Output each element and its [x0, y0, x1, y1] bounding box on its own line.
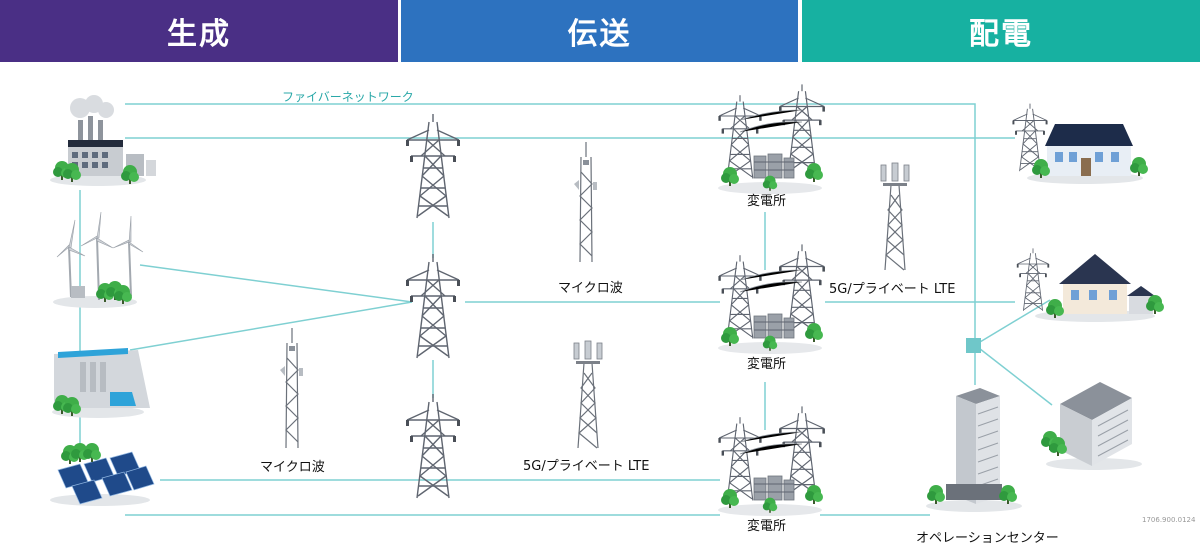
transmission-tower-icon: [405, 113, 461, 219]
operations-center-label: オペレーションセンター: [916, 531, 1059, 546]
lte-label: 5G/プライベート LTE: [829, 282, 956, 297]
transmission-tower-icon: [405, 393, 461, 499]
header-transmission: 伝送: [401, 0, 798, 62]
lte-tower-icon: [573, 340, 603, 449]
substation-icon: [718, 84, 825, 194]
radio-tower-icon: [279, 327, 304, 449]
house-icon: [1016, 247, 1164, 322]
dam-icon: [52, 348, 150, 418]
lte-tower-icon: [880, 162, 910, 271]
microwave-label: マイクロ波: [260, 460, 325, 475]
fiber-network-label: ファイバーネットワーク: [282, 90, 414, 104]
lte-label: 5G/プライベート LTE: [523, 459, 650, 474]
office-building-icon: [926, 388, 1022, 512]
header-distribution: 配電: [802, 0, 1200, 62]
solar-panel-icon: [50, 443, 155, 506]
substation-icon: [718, 406, 825, 516]
microwave-label: マイクロ波: [558, 281, 623, 296]
wind-turbine-icon: [53, 211, 144, 308]
substation-label: 変電所: [747, 194, 787, 209]
transmission-tower-icon: [405, 253, 461, 359]
document-code: 1706.900.0124: [1142, 516, 1196, 524]
power-plant-icon: [50, 95, 156, 186]
substation-label: 変電所: [747, 357, 787, 372]
office-building-icon: [1041, 382, 1142, 470]
substation-icon: [718, 244, 825, 354]
network-node-icon: [966, 338, 981, 353]
header-generation: 生成: [0, 0, 398, 62]
radio-tower-icon: [573, 141, 598, 263]
substation-label: 変電所: [747, 519, 787, 534]
house-icon: [1011, 103, 1148, 184]
